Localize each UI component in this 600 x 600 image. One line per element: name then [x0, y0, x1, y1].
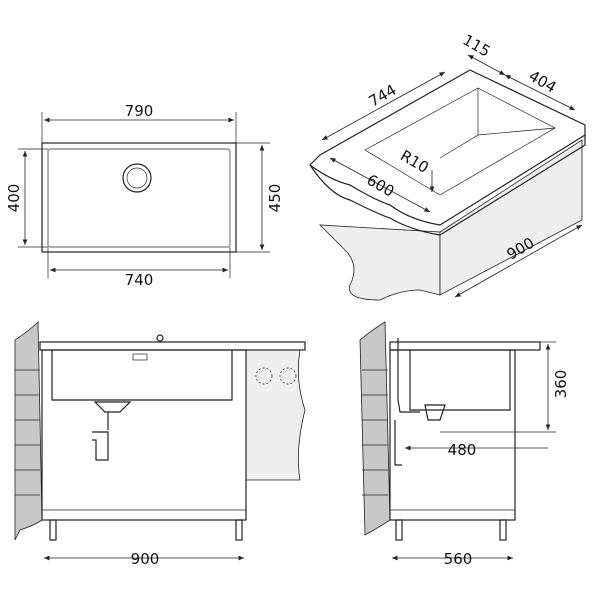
sink-outer-rim	[41, 142, 237, 253]
top-view: 790 740 400 450	[5, 102, 284, 289]
dim-line-115	[467, 54, 506, 76]
sink-bowl	[47, 148, 231, 248]
dim-790: 790	[125, 102, 154, 120]
brick-lines	[15, 369, 40, 496]
cabinet-front	[439, 139, 583, 296]
drain-icon	[122, 163, 152, 193]
brick-wall-side	[359, 321, 391, 536]
drain-pipe	[394, 338, 446, 466]
sink-bowl-side	[409, 350, 511, 411]
dim-line-744	[321, 71, 446, 141]
dim-404: 404	[526, 67, 560, 97]
dim-line-404	[504, 74, 576, 111]
isometric-view: 744 115 404 R10 600 900	[309, 31, 586, 301]
cabinet-front-view	[41, 349, 247, 521]
tap-hole-icon	[156, 334, 164, 342]
leg	[499, 519, 507, 541]
brick-wall	[14, 321, 43, 541]
bowl-inner	[439, 88, 556, 159]
siphon-trap	[92, 401, 132, 461]
countertop-side	[389, 341, 541, 351]
dim-115: 115	[460, 31, 494, 61]
sink-bowl-front	[51, 350, 233, 401]
dim-line-900-iso	[454, 224, 583, 298]
dim-line-600	[329, 157, 431, 213]
cabinet-left	[318, 224, 441, 301]
countertop-front	[39, 341, 306, 351]
fixture-circle	[255, 367, 273, 385]
dim-740: 740	[125, 271, 154, 289]
brick-lines	[362, 369, 388, 496]
leg	[395, 519, 403, 541]
fixture-circle	[279, 367, 297, 385]
front-view: 900	[14, 321, 306, 568]
dim-480: 480	[448, 441, 477, 459]
drain-inner	[126, 167, 148, 189]
side-wall	[245, 349, 306, 481]
dim-560: 560	[444, 550, 473, 568]
cabinet-side-view	[389, 349, 516, 521]
overflow	[132, 353, 148, 361]
dim-400: 400	[5, 184, 23, 213]
leg	[49, 519, 57, 541]
leg	[235, 519, 243, 541]
dim-900: 900	[131, 550, 160, 568]
dim-450: 450	[266, 184, 284, 213]
side-view: 360 480 560	[359, 321, 570, 568]
dim-360: 360	[552, 370, 570, 399]
